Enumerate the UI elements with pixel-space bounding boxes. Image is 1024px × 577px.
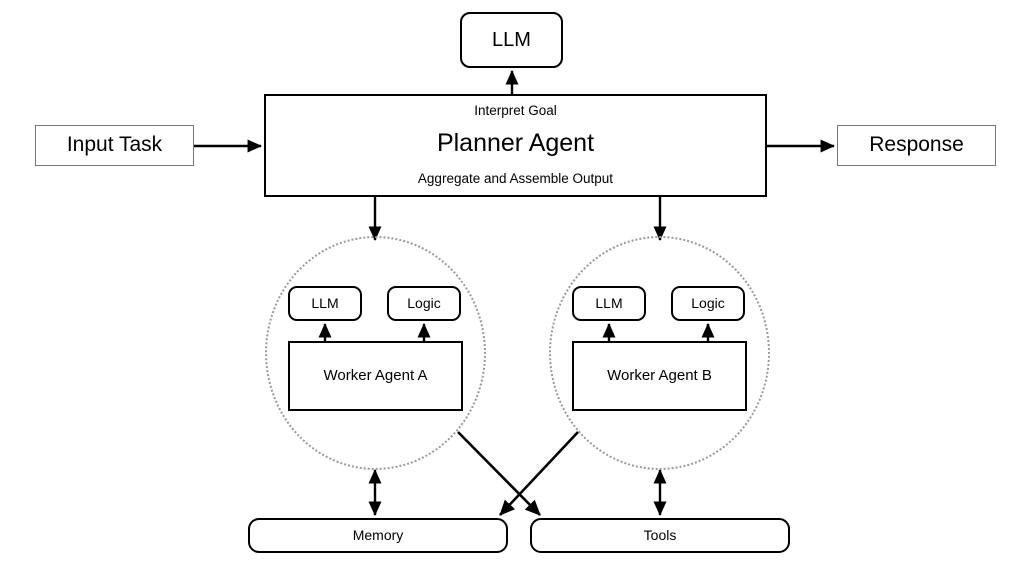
node-worker-agent-b-label: Worker Agent B	[607, 367, 712, 385]
node-planner-agent[interactable]: Interpret Goal Planner Agent Aggregate a…	[264, 94, 767, 197]
node-worker-agent-b[interactable]: Worker Agent B	[572, 341, 747, 411]
planner-interpret-goal-label: Interpret Goal	[474, 103, 557, 118]
node-worker-a-logic-label: Logic	[407, 295, 441, 312]
node-tools[interactable]: Tools	[530, 518, 790, 553]
node-worker-a-logic[interactable]: Logic	[387, 286, 461, 321]
node-llm-top-label: LLM	[492, 28, 531, 51]
node-worker-b-llm-label: LLM	[595, 295, 623, 312]
worker-a-cluster-boundary	[265, 236, 486, 470]
edge-worker-b-to-memory	[499, 431, 579, 516]
node-worker-a-llm-label: LLM	[311, 295, 339, 312]
node-worker-agent-a[interactable]: Worker Agent A	[288, 341, 463, 411]
node-tools-label: Tools	[643, 527, 677, 544]
node-worker-b-logic[interactable]: Logic	[671, 286, 745, 321]
node-worker-b-llm[interactable]: LLM	[572, 286, 646, 321]
node-input-task[interactable]: Input Task	[35, 125, 194, 166]
worker-b-cluster-boundary	[549, 236, 770, 470]
node-worker-b-logic-label: Logic	[691, 295, 725, 312]
node-input-task-label: Input Task	[66, 133, 163, 157]
node-response-label: Response	[869, 133, 964, 157]
planner-aggregate-output-label: Aggregate and Assemble Output	[417, 171, 614, 187]
node-worker-a-llm[interactable]: LLM	[288, 286, 362, 321]
node-worker-agent-a-label: Worker Agent A	[323, 367, 428, 385]
node-response[interactable]: Response	[837, 125, 996, 166]
planner-title: Planner Agent	[436, 128, 595, 157]
edge-worker-a-to-tools	[457, 431, 541, 516]
node-memory[interactable]: Memory	[248, 518, 508, 553]
node-llm-top[interactable]: LLM	[460, 12, 563, 68]
node-memory-label: Memory	[352, 527, 404, 544]
